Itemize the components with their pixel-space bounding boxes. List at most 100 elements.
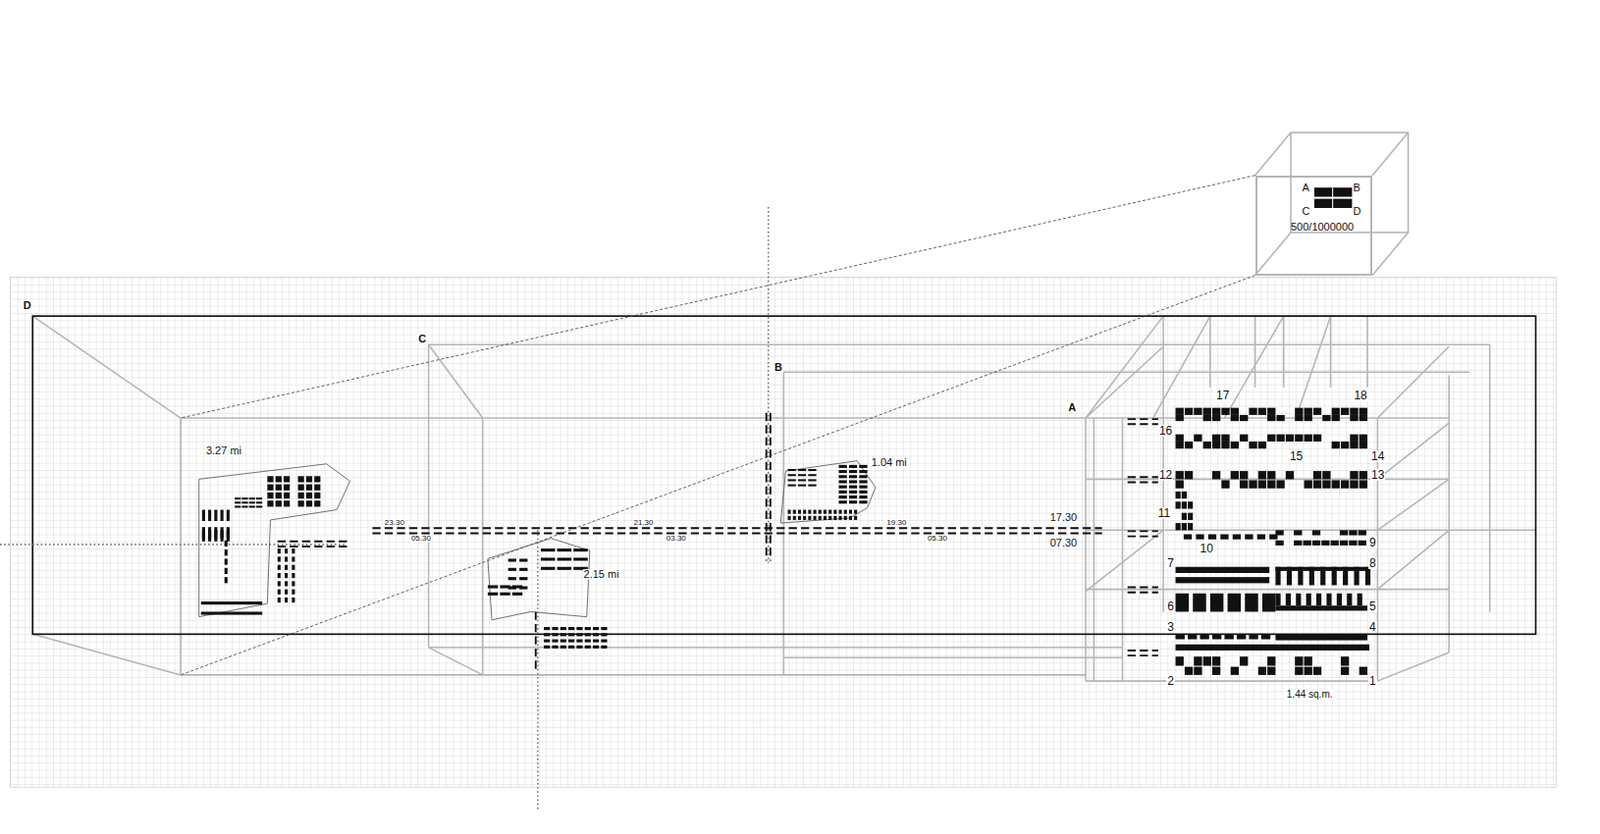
pattern-block: [1304, 415, 1313, 422]
pattern-block: [839, 490, 848, 494]
pattern-block: [202, 510, 206, 522]
pattern-block: [849, 510, 853, 515]
pattern-block: [1312, 540, 1321, 546]
pattern-block: [1359, 408, 1368, 416]
pattern-block: [828, 510, 832, 515]
pattern-block: [224, 577, 228, 584]
pattern-block: [1312, 530, 1321, 535]
dimension-label: 21.30: [633, 519, 655, 528]
corner-letter: D: [1351, 206, 1362, 217]
pattern-block: [543, 645, 550, 649]
pattern-block: [1339, 530, 1348, 535]
pattern-block: [1230, 471, 1239, 480]
pattern-block: [1336, 593, 1342, 606]
pattern-block: [1267, 656, 1276, 666]
pattern-block: [1203, 415, 1212, 422]
pattern-block: [1175, 434, 1184, 442]
pattern-block: [807, 510, 811, 515]
pattern-block: [284, 556, 288, 562]
pattern-block: [1181, 491, 1187, 499]
pattern-block: [849, 490, 857, 494]
callout-number: 10: [1198, 542, 1214, 555]
pattern-block: [1340, 656, 1349, 666]
pattern-block: [1359, 471, 1368, 480]
pattern-block: [1322, 480, 1331, 488]
pattern-block: [1339, 540, 1348, 546]
pattern-block: [1267, 408, 1276, 416]
pattern-block: [1349, 408, 1358, 416]
pattern-block: [283, 492, 290, 499]
pattern-block: [560, 640, 567, 643]
pattern-block: [1212, 434, 1221, 442]
pattern-block: [1258, 667, 1267, 676]
pattern-block: [802, 510, 806, 515]
pattern-block: [798, 516, 801, 521]
pattern-block: [306, 484, 313, 491]
dimension-label: 05.30: [410, 534, 432, 543]
pattern-block: [1175, 644, 1371, 651]
pattern-block: [314, 492, 320, 499]
pattern-block: [1239, 415, 1248, 422]
pattern-block: [1193, 434, 1202, 442]
pattern-block: [551, 645, 558, 649]
pattern-block: [1212, 656, 1221, 666]
pattern-block: [1212, 634, 1222, 640]
pattern-block: [1261, 634, 1271, 640]
pattern-block: [1275, 605, 1368, 611]
pattern-block: [1322, 415, 1331, 422]
pattern-block: [1212, 441, 1221, 449]
pattern-block: [540, 567, 556, 571]
pattern-block: [1275, 567, 1368, 572]
pattern-block: [1340, 667, 1349, 676]
callout-number: 12: [1158, 469, 1174, 481]
pattern-block: [1285, 593, 1291, 606]
pattern-block: [487, 585, 498, 588]
pattern-block: [568, 640, 575, 643]
pattern-block: [1313, 434, 1322, 442]
pattern-block: [241, 497, 248, 500]
pattern-block: [1316, 593, 1322, 606]
pattern-block: [1285, 471, 1294, 480]
pattern-block: [551, 627, 558, 631]
pattern-block: [600, 627, 607, 631]
pattern-block: [1267, 415, 1276, 422]
pattern-block: [1304, 667, 1313, 676]
pattern-block: [266, 500, 273, 507]
pattern-block: [1313, 408, 1322, 416]
pattern-block: [788, 479, 797, 481]
corner-letter: B: [1351, 182, 1361, 194]
pattern-block: [1358, 530, 1367, 535]
pattern-block: [1293, 530, 1302, 535]
dimension-label: 1.04 mi: [870, 457, 908, 469]
pattern-block: [600, 645, 607, 649]
pattern-block: [314, 484, 320, 491]
pattern-block: [807, 516, 811, 521]
dimension-label: 05.30: [926, 534, 949, 543]
pattern-block: [224, 558, 228, 565]
pattern-block: [284, 565, 288, 571]
pattern-block: [1175, 501, 1181, 509]
frame-letter: C: [417, 333, 427, 345]
pattern-block: [1321, 540, 1330, 546]
pattern-block: [277, 548, 281, 554]
pattern-block: [592, 633, 599, 637]
pattern-block: [1294, 434, 1303, 442]
pattern-block: [224, 568, 228, 575]
pattern-block: [266, 484, 273, 491]
pattern-block: [1192, 593, 1207, 613]
pattern-block: [807, 479, 816, 481]
pattern-block: [858, 500, 867, 504]
pattern-block: [1267, 480, 1276, 488]
pattern-block: [540, 548, 556, 552]
pattern-block: [1187, 523, 1193, 531]
frame-letter: B: [773, 362, 784, 374]
pattern-block: [1175, 415, 1184, 422]
pattern-block: [543, 633, 550, 637]
pattern-block: [543, 627, 550, 631]
pattern-block: [844, 510, 848, 515]
pattern-block: [1340, 480, 1349, 488]
pattern-block: [1212, 667, 1221, 676]
pattern-block: [1193, 667, 1202, 676]
pattern-block: [284, 581, 288, 587]
pattern-block: [1221, 441, 1229, 449]
